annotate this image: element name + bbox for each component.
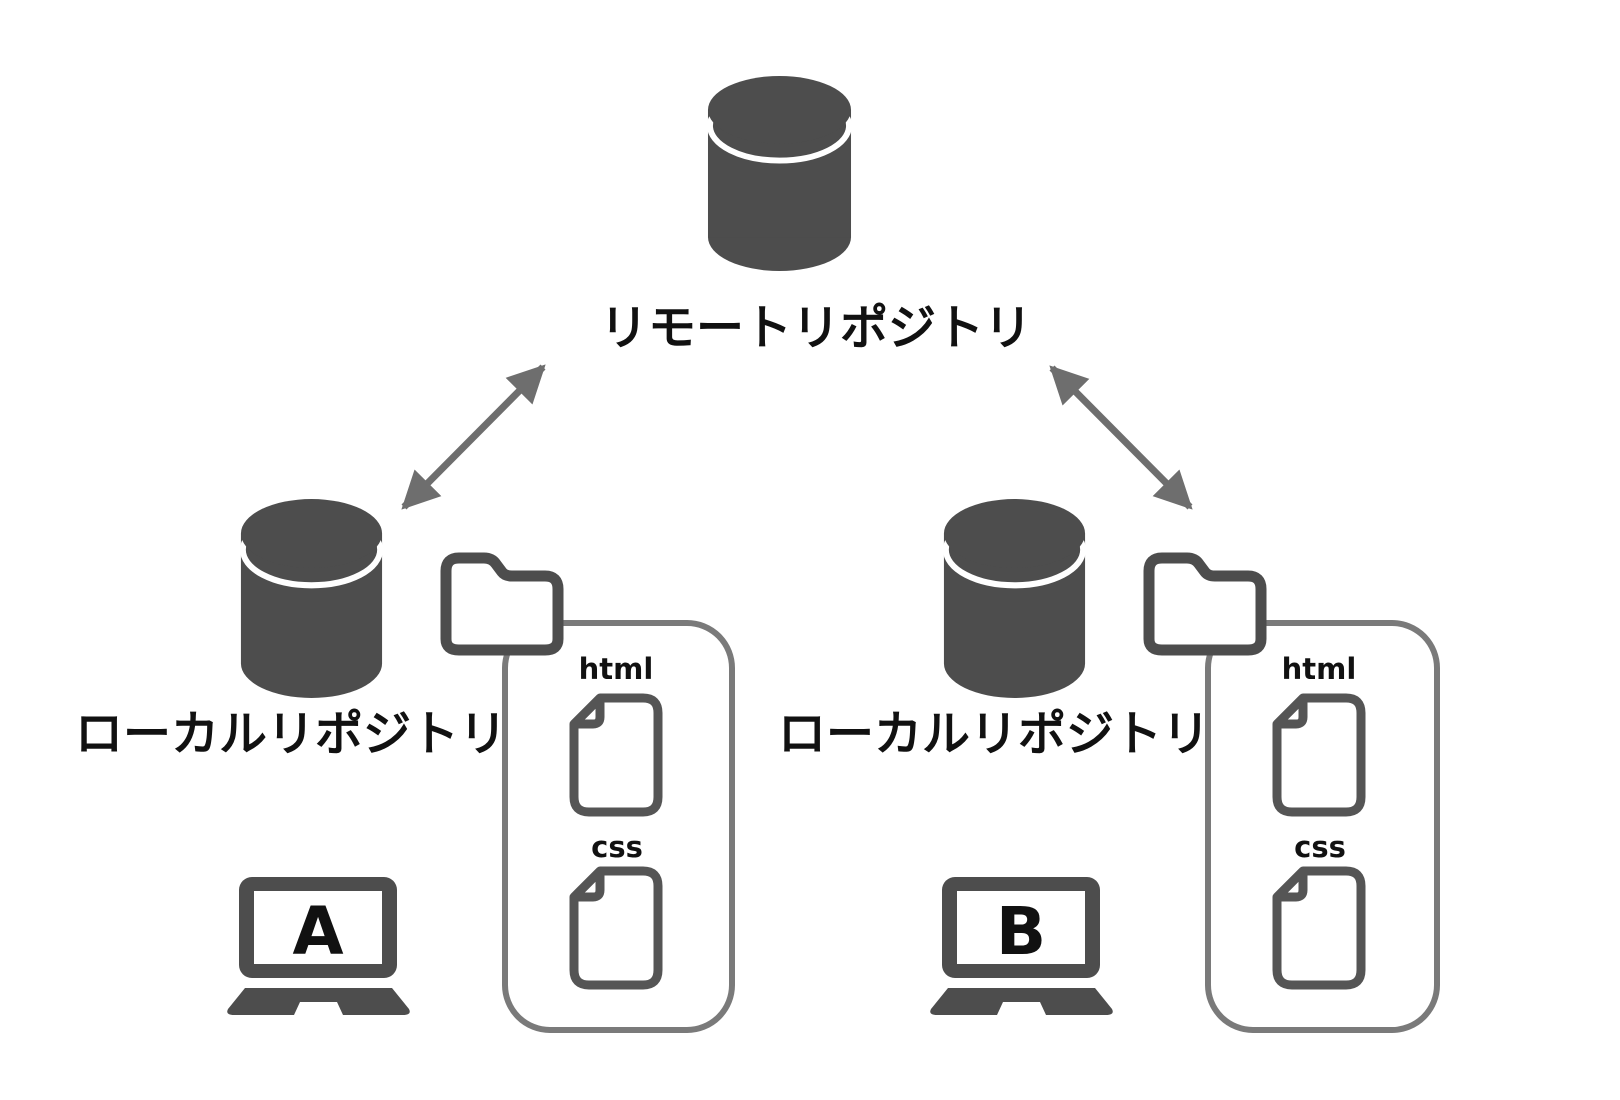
file-label-css-a: css: [591, 830, 643, 864]
sync-arrow-right: [1049, 365, 1193, 510]
file-icon-css-a: [569, 866, 663, 990]
machine-letter-a: A: [292, 893, 343, 970]
file-label-css-b: css: [1294, 830, 1346, 864]
local-repo-b-label: ローカルリポジトリ: [778, 706, 1211, 762]
laptop-icon-b: B: [930, 877, 1113, 1015]
file-icon-html-a: [569, 693, 663, 817]
sync-arrow-left: [401, 364, 546, 510]
machine-letter-b: B: [996, 893, 1046, 970]
laptop-icon-a: A: [227, 877, 410, 1015]
file-label-html-a: html: [578, 652, 654, 686]
database-icon-remote: [706, 75, 853, 272]
database-icon-local-a: [239, 499, 384, 698]
remote-repo-label: リモートリポジトリ: [600, 300, 1033, 356]
folder-icon-b: [1143, 552, 1267, 656]
file-label-html-b: html: [1281, 652, 1357, 686]
local-repo-a-label: ローカルリポジトリ: [75, 706, 508, 762]
database-icon-local-b: [942, 499, 1087, 698]
file-icon-html-b: [1272, 693, 1366, 817]
file-icon-css-b: [1272, 866, 1366, 990]
folder-icon-a: [440, 552, 564, 656]
